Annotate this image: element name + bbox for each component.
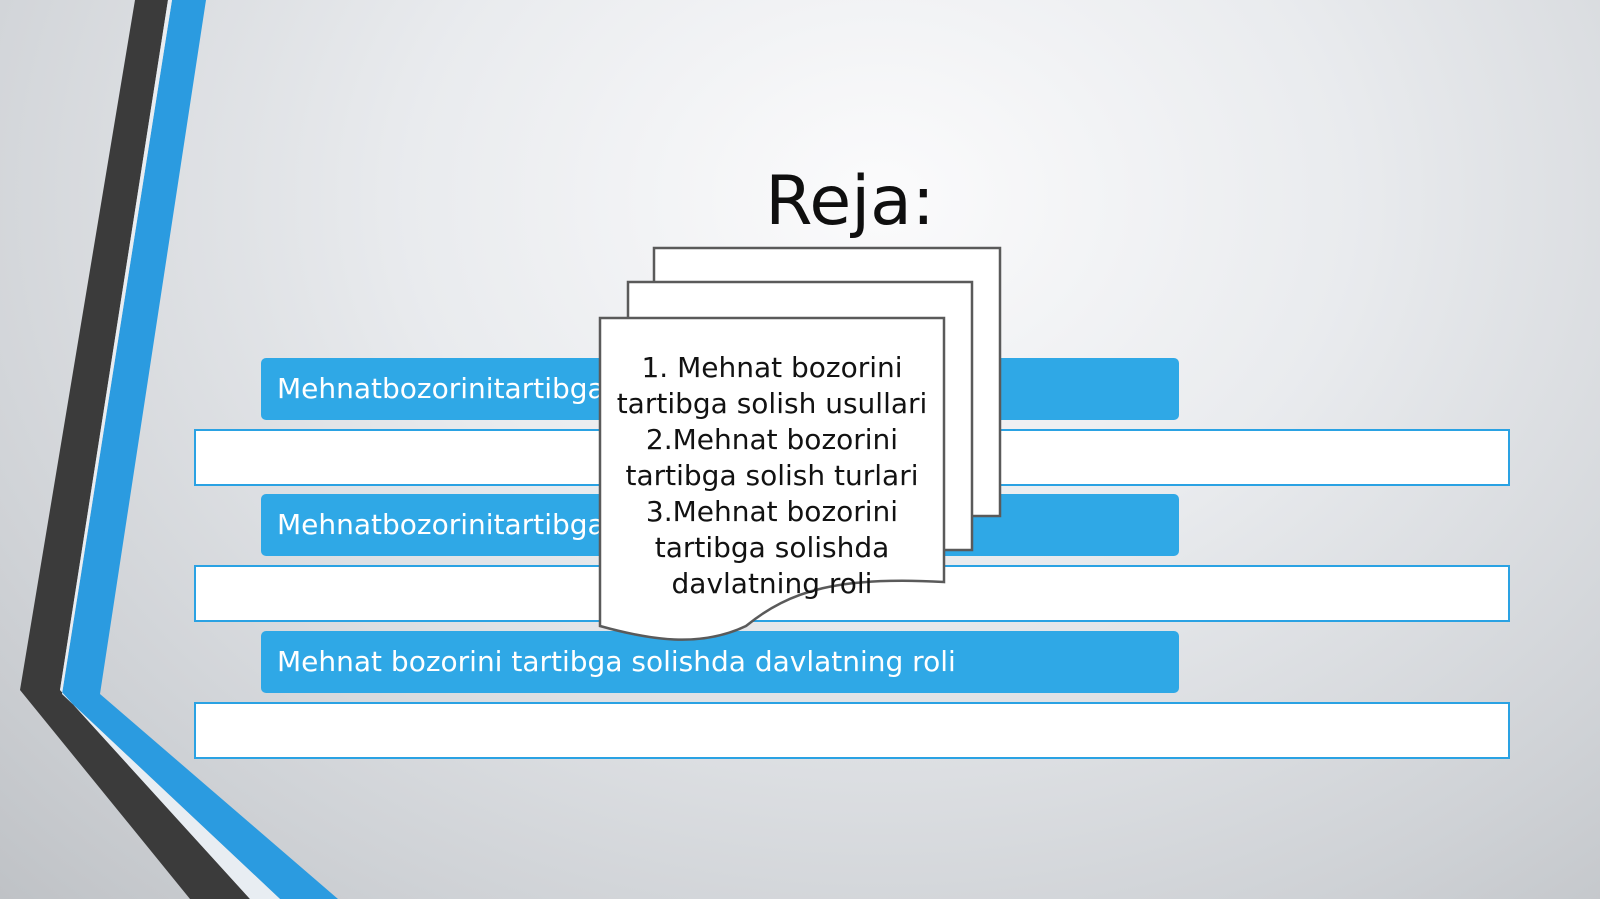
document-line-2: tartibga solish usullari [616,387,928,420]
document-line-4: tartibga solish turlari [625,459,919,492]
document-text: 1. Mehnat bozorini tartibga solish usull… [600,350,944,602]
multi-document-shape [598,246,1002,641]
plan-bar-3: Mehnat bozorini tartibga solishda davlat… [261,631,1179,693]
plan-strip-3 [194,702,1510,759]
document-line-6: tartibga solishda [654,531,890,564]
document-line-1: 1. Mehnat bozorini [641,351,903,384]
document-line-7: davlatning roli [671,567,873,600]
slide-title: Reja: [765,162,935,241]
document-line-3: 2.Mehnat bozorini [645,423,899,456]
document-line-5: 3.Mehnat bozorini [645,495,899,528]
